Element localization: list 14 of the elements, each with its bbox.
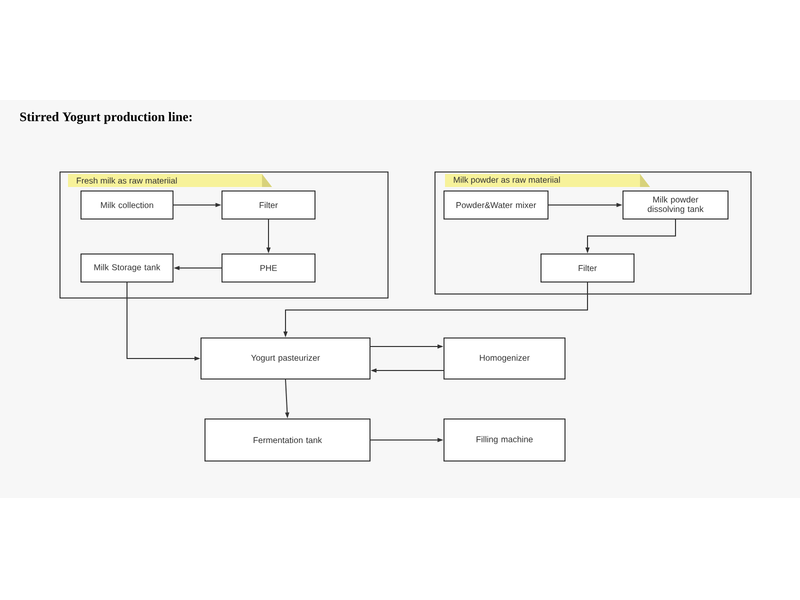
tab-label: Milk powder as raw materiial bbox=[445, 174, 650, 187]
process-box: Milk powder dissolving tank bbox=[622, 190, 728, 220]
process-box: Filter bbox=[222, 190, 316, 220]
process-box: Yogurt pasteurizer bbox=[200, 338, 370, 380]
process-box: Milk Storage tank bbox=[80, 254, 174, 282]
process-box: Filter bbox=[540, 254, 634, 282]
title: Stirred Yogurt production line: bbox=[20, 112, 192, 124]
process-box: Milk collection bbox=[80, 190, 174, 220]
process-box: PHE bbox=[222, 254, 316, 282]
tab-label: Fresh milk as raw materiial bbox=[68, 174, 272, 187]
process-box: Filling machine bbox=[444, 418, 566, 462]
process-box: Powder&Water mixer bbox=[444, 190, 548, 220]
process-box: Fermentation tank bbox=[204, 418, 370, 462]
process-box: Homogenizer bbox=[444, 338, 566, 380]
